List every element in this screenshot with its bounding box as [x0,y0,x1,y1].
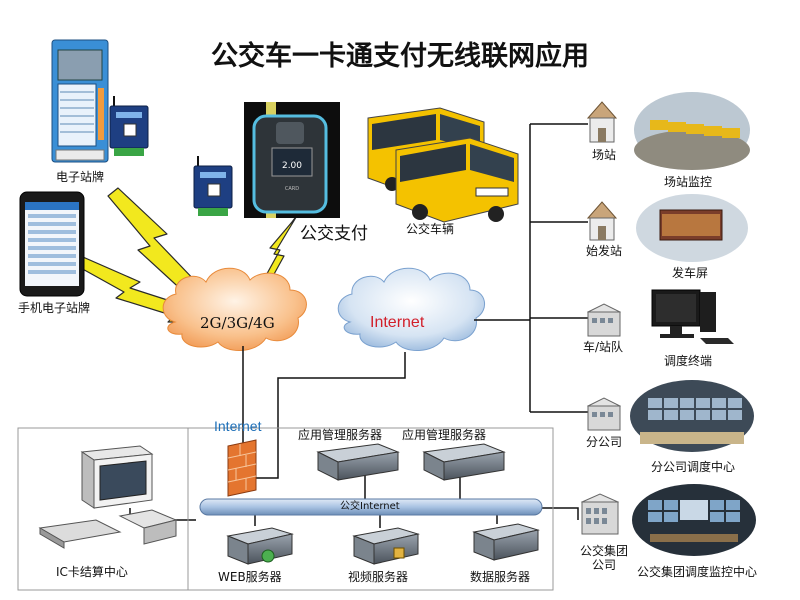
ic-boundary [17,427,189,591]
station-building-icon [586,101,618,143]
group-company-building-icon [580,493,620,535]
lan-label: 公交Internet [340,501,400,512]
data-server-label: 数据服务器 [470,570,531,584]
e-stop-sign-label: 电子站牌 [56,170,105,184]
web-server-label: WEB服务器 [218,570,282,584]
station-monitor-photo [634,92,750,170]
bus-vehicle-label: 公交车辆 [406,222,455,236]
phone-stop-sign-label: 手机电子站牌 [18,301,91,315]
bus-icon [395,137,519,223]
origin-station-building-icon [586,201,618,241]
pc-icon [38,445,178,549]
app-server-2-label: 应用管理服务器 [402,428,487,442]
group-monitor-center-label: 公交集团调度监控中心 [637,565,758,579]
video-server-label: 视频服务器 [348,570,409,584]
lan-pipe [199,498,543,516]
branch-building-icon [586,397,622,431]
web-server-icon [226,527,294,565]
network-2g-label: 2G/3G/4G [200,314,275,332]
firewall-internet-label: Internet [214,418,262,434]
app-server-icon [316,443,400,481]
group-company-label: 公交集团 公司 [579,544,628,572]
branch-label: 分公司 [586,435,623,449]
kiosk-icon [51,39,109,163]
firewall-icon [227,439,257,497]
app-server-icon [422,443,506,481]
fleet-building-icon [586,303,622,337]
dtu-modem-icon [109,96,149,156]
connector-lines [129,123,588,528]
dispatch-terminal-label: 调度终端 [664,354,713,368]
ic-center-label: IC卡结算中心 [56,565,128,579]
internet-cloud-label: Internet [370,314,425,331]
bus-payment-label: 公交支付 [300,224,368,244]
svg-text:CARD: CARD [285,186,299,192]
group-monitor-photo [632,484,756,556]
station-monitor-label: 场站监控 [664,175,713,189]
cloud-internet [337,267,485,351]
departure-screen-label: 发车屏 [672,266,709,280]
cloud-2g [162,267,307,351]
fleet-label: 车/站队 [583,340,624,354]
video-server-icon [352,527,420,565]
card-reader-amount: 2.00 [282,161,302,171]
dtu-modem-icon [193,156,233,216]
diagram-title: 公交车一卡通支付无线联网应用 [211,41,589,72]
terminal-computer-icon [651,289,734,344]
departure-screen-photo [636,194,748,262]
data-server-icon [472,523,540,561]
smartphone-icon [19,191,85,297]
branch-dispatch-photo [630,380,754,452]
app-server-1-label: 应用管理服务器 [298,428,383,442]
branch-dispatch-label: 分公司调度中心 [651,460,736,474]
origin-station-label: 始发站 [586,244,623,258]
card-reader-icon: 2.00 CARD [244,102,340,218]
station-label: 场站 [592,148,617,162]
